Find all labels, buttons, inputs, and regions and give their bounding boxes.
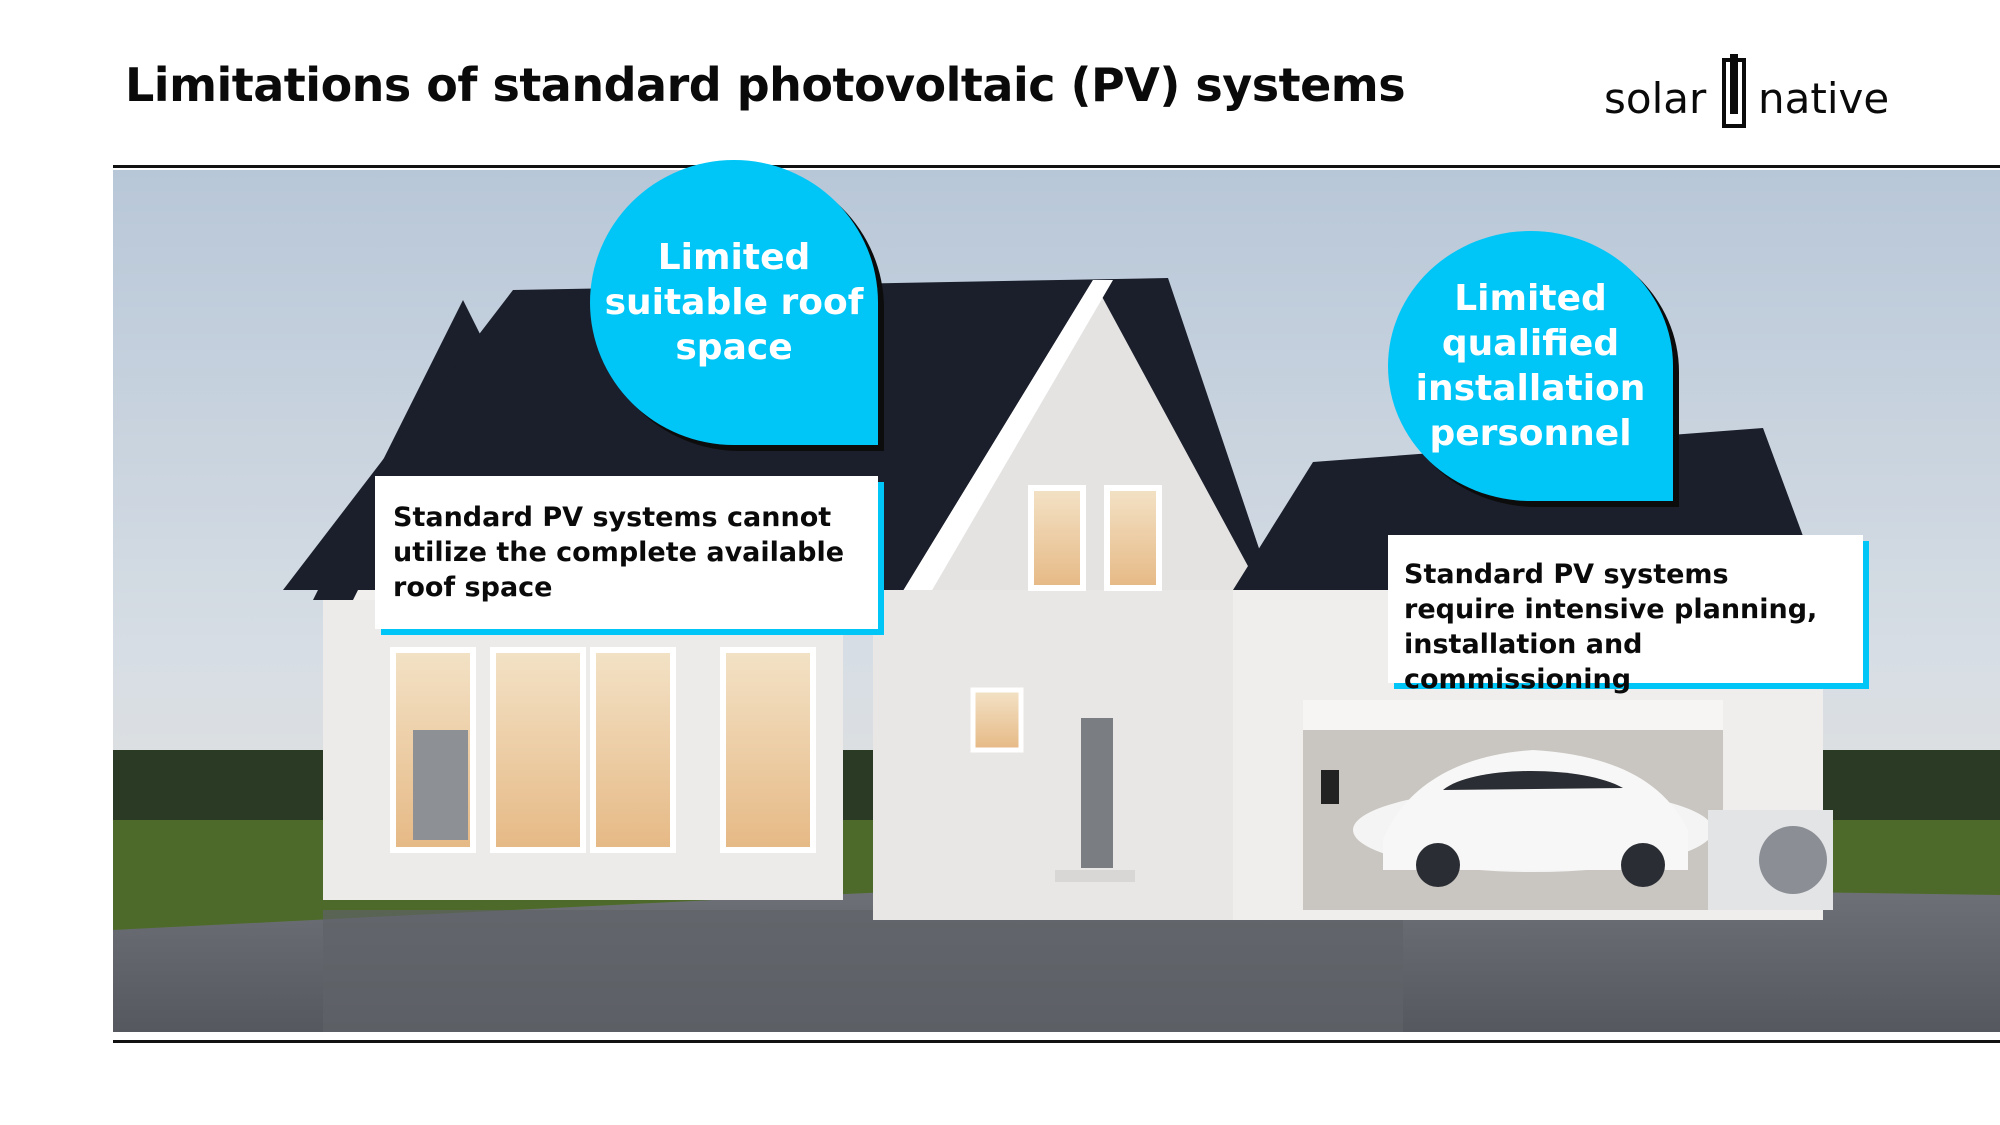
logo-panel-icon [1722, 54, 1746, 128]
roof-space-bubble: Limited suitable roof space [590, 160, 878, 445]
install-bubble-line: installation [1415, 368, 1646, 409]
roof-space-callout: Standard PV systems cannot utilize the c… [375, 476, 878, 629]
house-illustration [113, 170, 2000, 1032]
install-bubble-line: Limited [1454, 278, 1607, 319]
roof-bubble-line: Limited [657, 237, 811, 278]
slide-title: Limitations of standard photovoltaic (PV… [125, 58, 1406, 112]
roof-bubble-line: suitable roof [604, 282, 864, 323]
installation-callout: Standard PV systems require intensive pl… [1388, 535, 1863, 695]
top-divider [113, 165, 2000, 168]
install-bubble-line: personnel [1429, 413, 1632, 454]
logo-text-solar: solar [1604, 74, 1707, 123]
bottom-divider [113, 1040, 2000, 1043]
solar-native-logo: solar native [1600, 40, 1900, 135]
logo-text-native: native [1758, 74, 1890, 123]
installation-personnel-bubble: Limited qualified installation personnel [1388, 231, 1673, 501]
roof-bubble-line: space [675, 327, 793, 368]
install-bubble-line: qualified [1441, 323, 1620, 364]
